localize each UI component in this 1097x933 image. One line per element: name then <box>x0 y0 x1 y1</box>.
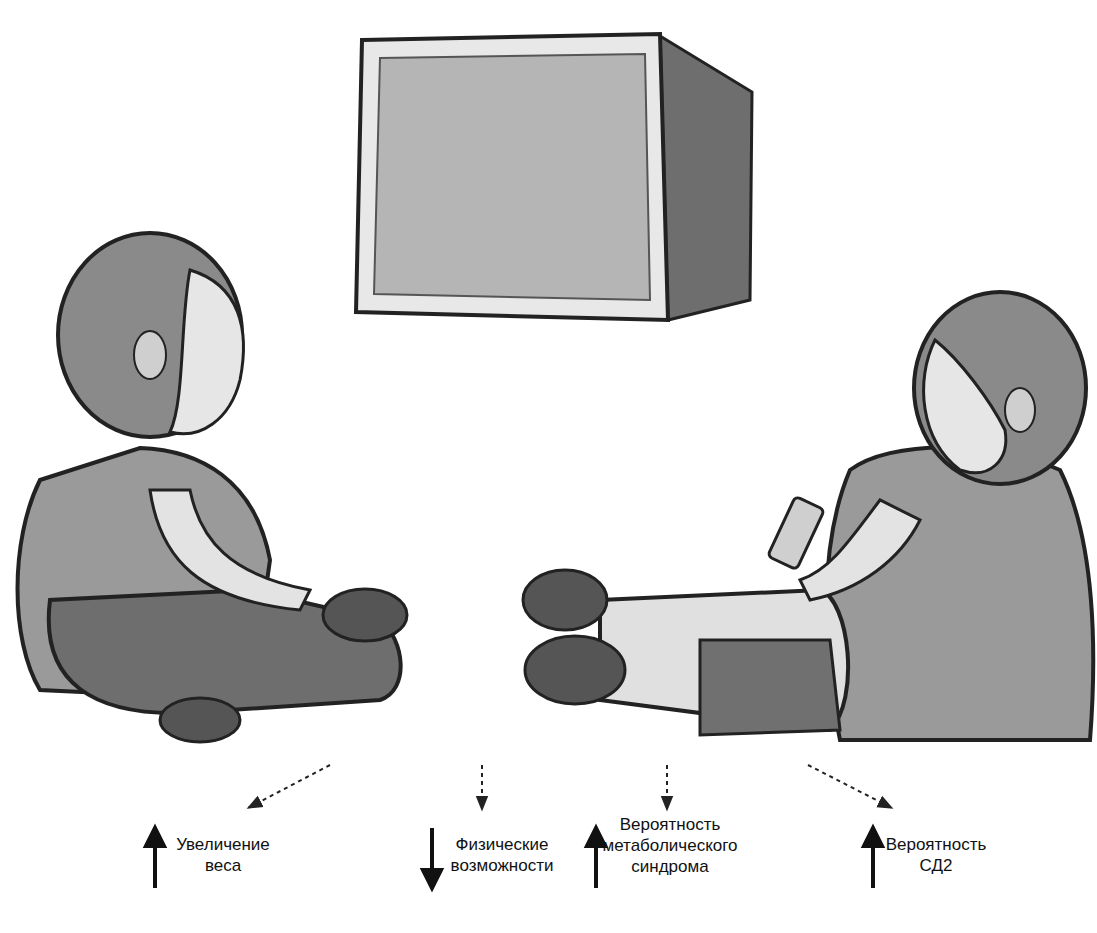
dashed-arrow <box>481 765 483 810</box>
left-kid-face <box>170 270 243 434</box>
left-kid-arm <box>150 490 310 610</box>
left-kid-shoe <box>323 589 407 641</box>
right-kid-shirt <box>826 448 1093 741</box>
phone <box>768 496 825 569</box>
dashed-arrow <box>666 765 668 810</box>
right-kid-ear <box>1005 388 1035 432</box>
left-kid-ear <box>134 331 166 379</box>
effect-label: Вероятность СД2 <box>880 834 992 876</box>
right-kid-head <box>914 292 1086 484</box>
right-kid-shoe <box>525 636 625 704</box>
tv-screen <box>374 54 650 300</box>
effect-label: Увеличение веса <box>168 834 278 876</box>
effect-label: Вероятность метаболического синдрома <box>600 814 740 877</box>
up-arrow <box>864 828 882 888</box>
tv-frame <box>356 34 668 320</box>
right-kid-shoe <box>523 570 607 630</box>
dashed-arrow <box>808 765 892 808</box>
up-arrow <box>146 828 164 888</box>
dashed-arrow <box>248 765 330 808</box>
tv-back <box>660 36 752 320</box>
left-kid-shoe <box>160 698 240 742</box>
effect-label: Физические возможности <box>442 834 562 876</box>
right-kid-shorts <box>700 640 840 735</box>
down-arrow <box>423 828 441 888</box>
right-kid-face <box>924 340 1006 473</box>
up-arrow <box>587 828 605 888</box>
